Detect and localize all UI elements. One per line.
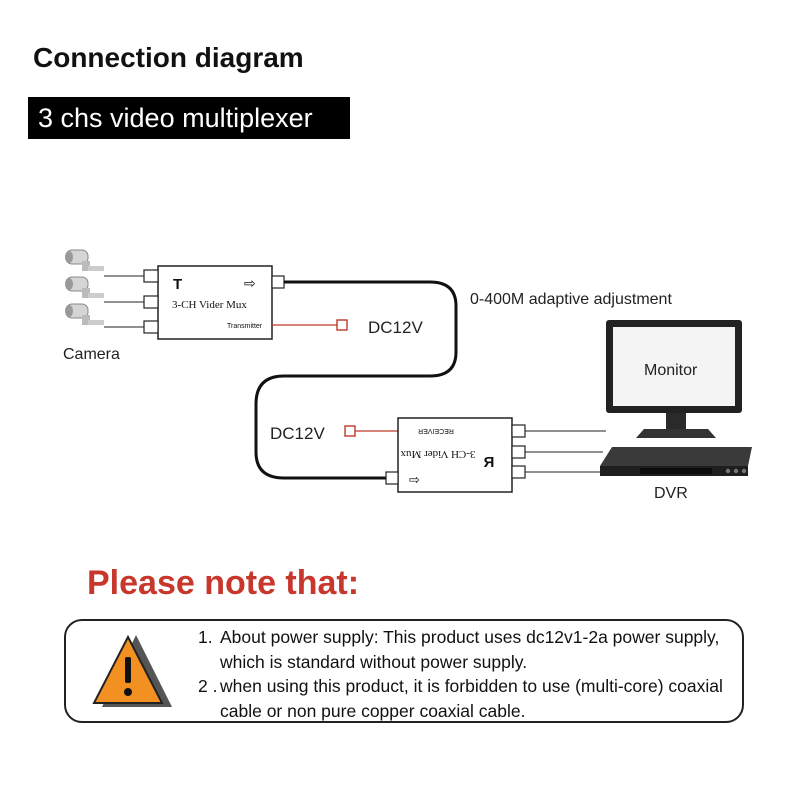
warning-icon [92, 634, 172, 707]
note-number: 1. [198, 627, 213, 647]
dvr-label: DVR [654, 485, 688, 502]
distance-label: 0-400M adaptive adjustment [470, 291, 672, 308]
note-box: 1. About power supply: This product uses… [64, 619, 744, 723]
camera-icon [65, 303, 104, 325]
receiver-letter: R [483, 454, 494, 471]
note-number: 2 . [198, 676, 218, 696]
note-heading: Please note that: [87, 564, 360, 602]
power-connector [344, 425, 356, 437]
dvr-icon [600, 447, 752, 476]
camera-icon [65, 276, 104, 298]
connection-diagram: T ⇨ 3-CH Vider Mux Transmitter RECEIVER … [63, 249, 752, 502]
note-item: 1. About power supply: This product uses… [198, 625, 738, 674]
note-text: About power supply: This product uses dc… [220, 627, 720, 672]
subtitle-banner: 3 chs video multiplexer [28, 97, 350, 139]
dc12v-top-label: DC12V [368, 318, 423, 337]
power-connector [336, 319, 348, 331]
camera-icon [65, 249, 104, 271]
subtitle-text: 3 chs video multiplexer [38, 103, 313, 133]
monitor-icon [606, 320, 742, 438]
transmitter-box: T ⇨ 3-CH Vider Mux Transmitter [143, 265, 285, 340]
receiver-name: 3-CH Vider Mux [400, 448, 475, 460]
receiver-arrow: ⇨ [409, 473, 420, 488]
dc12v-bottom-label: DC12V [270, 424, 325, 443]
receiver-box: RECEIVER 3-CH Vider Mux R ⇨ [385, 417, 526, 493]
coax-cable [254, 280, 458, 480]
transmitter-arrow: ⇨ [244, 276, 256, 292]
transmitter-letter: T [173, 276, 182, 293]
camera-label: Camera [63, 346, 120, 363]
transmitter-name: 3-CH Vider Mux [172, 299, 247, 311]
note-text: when using this product, it is forbidden… [220, 676, 723, 721]
page-title: Connection diagram [33, 42, 304, 73]
monitor-label: Monitor [644, 362, 698, 379]
transmitter-role: Transmitter [227, 323, 263, 330]
note-list: 1. About power supply: This product uses… [198, 625, 738, 723]
note-item: 2 . when using this product, it is forbi… [198, 674, 738, 723]
receiver-role: RECEIVER [418, 427, 454, 434]
